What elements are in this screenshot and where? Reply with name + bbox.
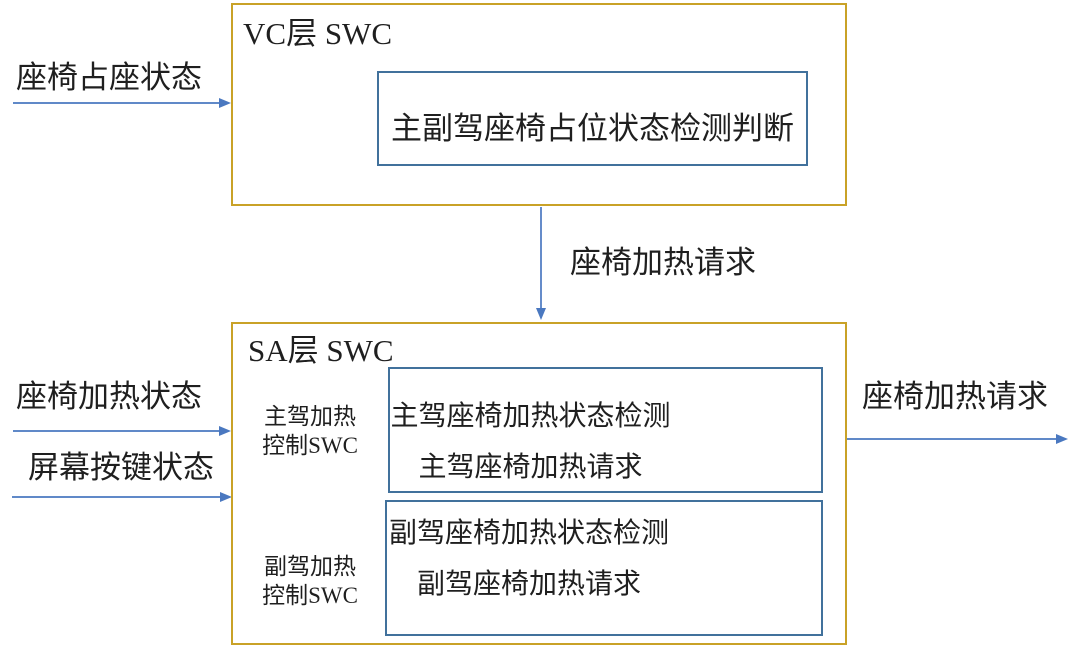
label-screen-button-status-input: 屏幕按键状态	[28, 450, 214, 485]
driver-heating-block: 主驾座椅加热状态检测 主驾座椅加热请求	[388, 367, 823, 493]
passenger-heating-swc-label: 副驾加热 控制SWC	[255, 552, 365, 610]
occupancy-detection-block-label: 主副驾座椅占位状态检测判断	[391, 111, 794, 146]
label-heating-request-output: 座椅加热请求	[862, 379, 1048, 414]
passenger-heating-swc-label-line1: 副驾加热	[264, 554, 356, 579]
passenger-heating-block: 副驾座椅加热状态检测 副驾座椅加热请求	[385, 500, 823, 636]
passenger-heating-block-line2: 副驾座椅加热请求	[416, 568, 641, 599]
label-seat-heating-status-input: 座椅加热状态	[16, 379, 202, 414]
sa-layer-container: SA层 SWC 主驾加热 控制SWC 主驾座椅加热状态检测 主驾座椅加热请求 副…	[231, 322, 847, 645]
passenger-heating-block-line1: 副驾座椅加热状态检测	[388, 517, 669, 548]
driver-heating-block-line1: 主驾座椅加热状态检测	[390, 400, 671, 431]
passenger-heating-swc-label-line2: 控制SWC	[262, 583, 358, 608]
label-heating-request-internal: 座椅加热请求	[570, 245, 756, 280]
sa-layer-title: SA层 SWC	[248, 333, 394, 368]
vc-layer-title: VC层 SWC	[243, 16, 392, 51]
vc-layer-container: VC层 SWC 主副驾座椅占位状态检测判断	[231, 3, 847, 206]
driver-heating-swc-label-line2: 控制SWC	[262, 433, 358, 458]
driver-heating-swc-label: 主驾加热 控制SWC	[255, 402, 365, 460]
driver-heating-swc-label-line1: 主驾加热	[264, 404, 356, 429]
label-seat-occupancy-input: 座椅占座状态	[16, 60, 202, 95]
driver-heating-block-line2: 主驾座椅加热请求	[418, 451, 643, 482]
occupancy-detection-block: 主副驾座椅占位状态检测判断	[377, 71, 808, 166]
